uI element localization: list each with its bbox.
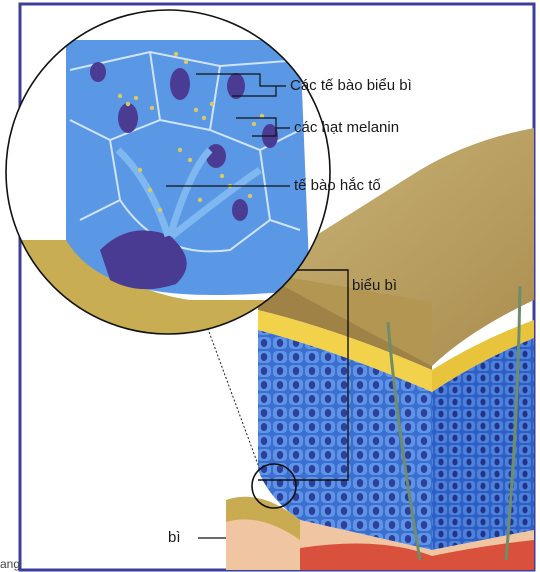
label-melanocyte: tế bào hắc tố (294, 177, 381, 195)
label-melanin-granules: các hạt melanin (294, 119, 399, 137)
label-epidermal-cells: Các tế bào biểu bì (290, 77, 412, 95)
corner-text: ang (0, 557, 20, 571)
label-epidermis: biểu bì (352, 277, 397, 295)
label-dermis: bì (168, 529, 181, 547)
